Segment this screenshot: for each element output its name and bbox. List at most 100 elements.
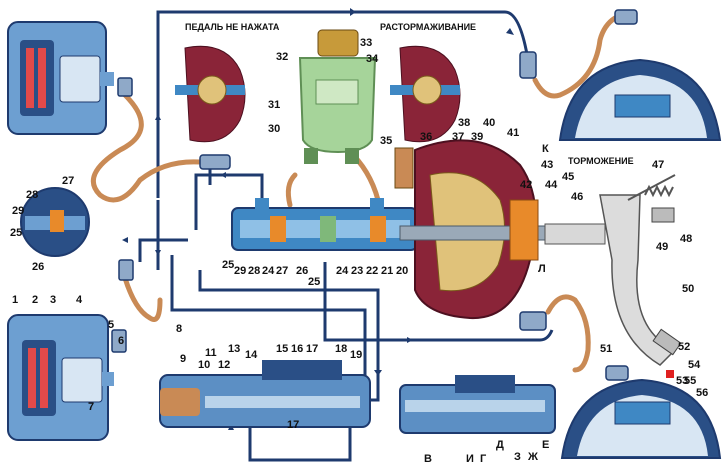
label-48: 48	[680, 233, 692, 245]
label-35: 35	[380, 135, 392, 147]
label-41: 41	[507, 127, 519, 139]
label-38: 38	[458, 117, 470, 129]
label-7: 7	[88, 401, 94, 413]
brake-lines	[138, 10, 554, 462]
label-56: 56	[696, 387, 708, 399]
label-24: 24	[336, 265, 349, 277]
rear-line-top	[156, 10, 530, 198]
label-53: 53	[676, 375, 688, 387]
label-10: 10	[198, 359, 210, 371]
label-8: 8	[176, 323, 182, 335]
label-15: 15	[276, 343, 288, 355]
seal-detail-circle	[20, 187, 90, 257]
front-brake-caliper-upper	[7, 21, 114, 135]
label-5: 5	[108, 319, 114, 331]
label-43: 43	[541, 159, 553, 171]
hose-rear-left-top	[532, 15, 618, 99]
label-28: 28	[248, 265, 260, 277]
label-3: 3	[50, 294, 56, 306]
label-32: 32	[276, 51, 288, 63]
label-D: Д	[496, 439, 504, 451]
vacuum-brake-booster	[394, 139, 556, 320]
label-31: 31	[268, 99, 280, 111]
line-front-left-upper	[194, 173, 264, 230]
label-18: 18	[335, 343, 347, 355]
line-rear-right	[323, 262, 554, 342]
label-47: 47	[652, 159, 664, 171]
label-19: 19	[350, 349, 362, 361]
line-front-left-lower	[138, 238, 188, 262]
hose-front-left-lower	[122, 275, 163, 322]
label-24-left: 24	[262, 265, 275, 277]
label-1: 1	[12, 294, 18, 306]
label-23: 23	[351, 265, 363, 277]
label-6: 6	[118, 335, 124, 347]
label-12: 12	[218, 359, 230, 371]
callout-labels: 1 2 3 4 5 6 7 8 9 10 11 12 13 14 15 16 1…	[10, 37, 708, 465]
label-17: 17	[306, 343, 318, 355]
label-9: 9	[180, 353, 186, 365]
label-27-detail: 27	[62, 175, 74, 187]
label-44: 44	[545, 179, 558, 191]
label-30: 30	[268, 123, 280, 135]
hose-rear-right-bottom	[545, 294, 591, 373]
label-G: Г	[480, 453, 487, 465]
pressure-regulator-main	[159, 360, 371, 428]
label-L: Л	[538, 263, 546, 275]
label-13: 13	[228, 343, 240, 355]
flow-arrows	[122, 8, 514, 430]
line-regulator-bottom	[248, 418, 352, 462]
label-26: 26	[296, 265, 308, 277]
label-V: В	[424, 453, 432, 465]
label-29-detail: 29	[12, 205, 24, 217]
label-52: 52	[678, 341, 690, 353]
label-27: 27	[276, 265, 288, 277]
label-22: 22	[366, 265, 378, 277]
front-brake-caliper-lower	[7, 314, 114, 441]
hose-front-left-upper	[90, 92, 203, 203]
booster-view-release	[390, 45, 461, 143]
label-20: 20	[396, 265, 408, 277]
label-Zh: Ж	[527, 451, 538, 463]
label-50: 50	[682, 283, 694, 295]
booster-view-pedal-released	[175, 45, 246, 143]
brake-pedal-assembly	[544, 174, 682, 378]
heading-release: РАСТОРМАЖИВАНИЕ	[380, 22, 476, 32]
pressure-regulator-section	[399, 375, 556, 434]
label-26-detail: 26	[32, 261, 44, 273]
label-2: 2	[32, 294, 38, 306]
label-40: 40	[483, 117, 495, 129]
label-E: Е	[542, 439, 549, 451]
hose-reservoir-left	[285, 172, 298, 208]
label-37: 37	[452, 131, 464, 143]
label-46: 46	[571, 191, 583, 203]
line-to-regulator-b	[170, 255, 367, 392]
label-55: 55	[684, 375, 696, 387]
label-K: К	[542, 143, 549, 155]
label-29: 29	[234, 265, 246, 277]
label-51: 51	[600, 343, 612, 355]
label-25-mid: 25	[308, 276, 320, 288]
heading-pedal-not-pressed: ПЕДАЛЬ НЕ НАЖАТА	[185, 22, 280, 32]
label-16: 16	[291, 343, 303, 355]
label-I: И	[466, 453, 474, 465]
rear-drum-brake-lower	[560, 378, 722, 459]
label-39: 39	[471, 131, 483, 143]
label-14: 14	[245, 349, 258, 361]
label-4: 4	[76, 294, 83, 306]
hose-fittings	[111, 9, 638, 381]
label-Z: З	[514, 451, 521, 463]
label-11: 11	[205, 347, 217, 359]
label-54: 54	[688, 359, 701, 371]
master-cylinder	[231, 198, 418, 251]
rear-drum-brake-upper	[558, 58, 722, 141]
label-17-lower: 17	[287, 419, 299, 431]
label-25-detail: 25	[10, 227, 22, 239]
label-45: 45	[562, 171, 574, 183]
label-34: 34	[366, 53, 379, 65]
heading-braking: ТОРМОЖЕНИЕ	[568, 156, 634, 166]
label-33: 33	[360, 37, 372, 49]
label-49: 49	[656, 241, 668, 253]
